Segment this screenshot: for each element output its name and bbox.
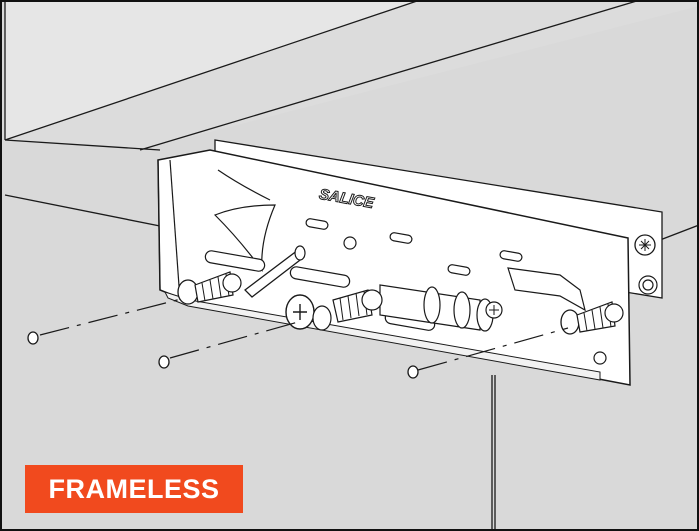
bracket-holes [343, 236, 658, 365]
screw-icon [634, 234, 656, 256]
bracket-lever [244, 245, 306, 298]
cabinet-top-edge [5, 0, 699, 150]
screw-icon [485, 301, 503, 319]
screw-icon [285, 294, 332, 331]
screw-icon [332, 289, 383, 323]
screw-icon [560, 301, 624, 335]
assembly-dashed-line [39, 297, 569, 371]
drill-hole-icon [158, 355, 170, 369]
mounting-screws [177, 271, 624, 335]
cabinet-outline [4, 0, 699, 531]
drill-holes [27, 331, 419, 379]
mounting-bracket [157, 139, 663, 386]
bracket-slots [204, 218, 523, 331]
screw-icon [177, 271, 242, 305]
bracket-cylinder [379, 284, 494, 332]
drill-hole-icon [27, 331, 39, 345]
badge-label: FRAMELESS [48, 473, 220, 504]
bracket-clip [507, 267, 586, 312]
drill-hole-icon [407, 365, 419, 379]
frameless-badge: FRAMELESS [25, 465, 243, 513]
bracket-cutout [213, 204, 276, 273]
